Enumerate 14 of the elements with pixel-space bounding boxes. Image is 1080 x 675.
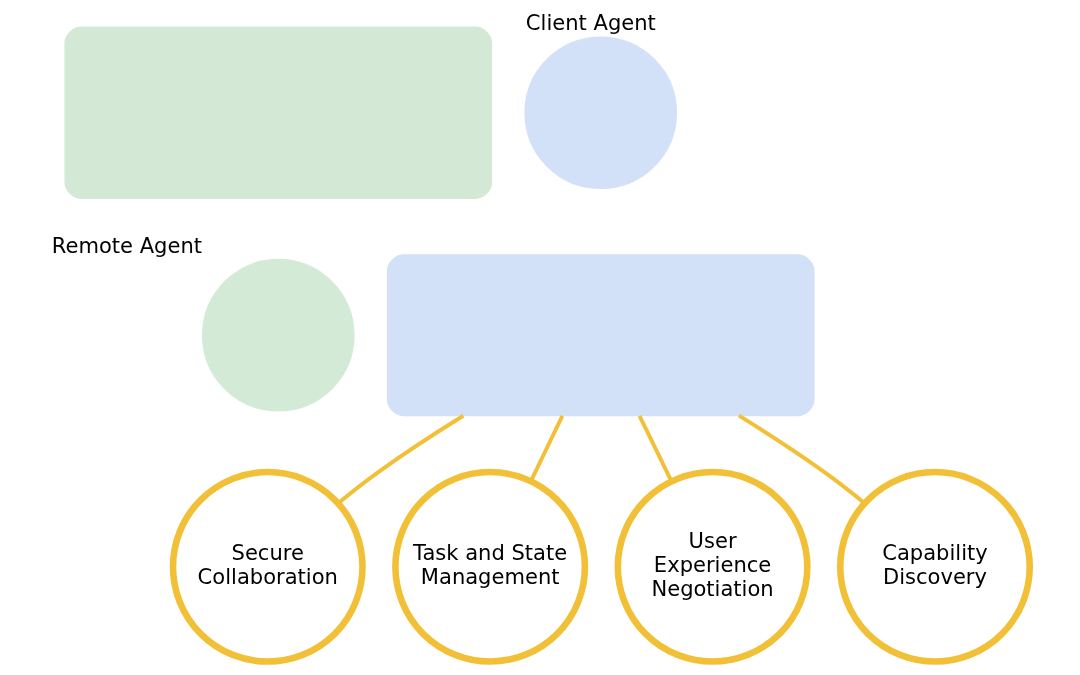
- node-box: [386, 254, 815, 417]
- node-circle: Secure Collaboration: [169, 468, 366, 665]
- connector: [336, 414, 464, 505]
- connector: [528, 415, 564, 482]
- node-circle: Capability Discovery: [836, 468, 1033, 665]
- node-box: [63, 26, 492, 199]
- node-label: Client Agent: [525, 10, 656, 36]
- node-circle: [201, 258, 355, 412]
- node-circle: User Experience Negotiation: [614, 468, 811, 665]
- node-circle: Task and State Management: [391, 468, 588, 665]
- node-circle: [523, 36, 677, 190]
- connector: [637, 415, 673, 482]
- connector: [737, 413, 866, 505]
- node-label: Remote Agent: [51, 232, 202, 258]
